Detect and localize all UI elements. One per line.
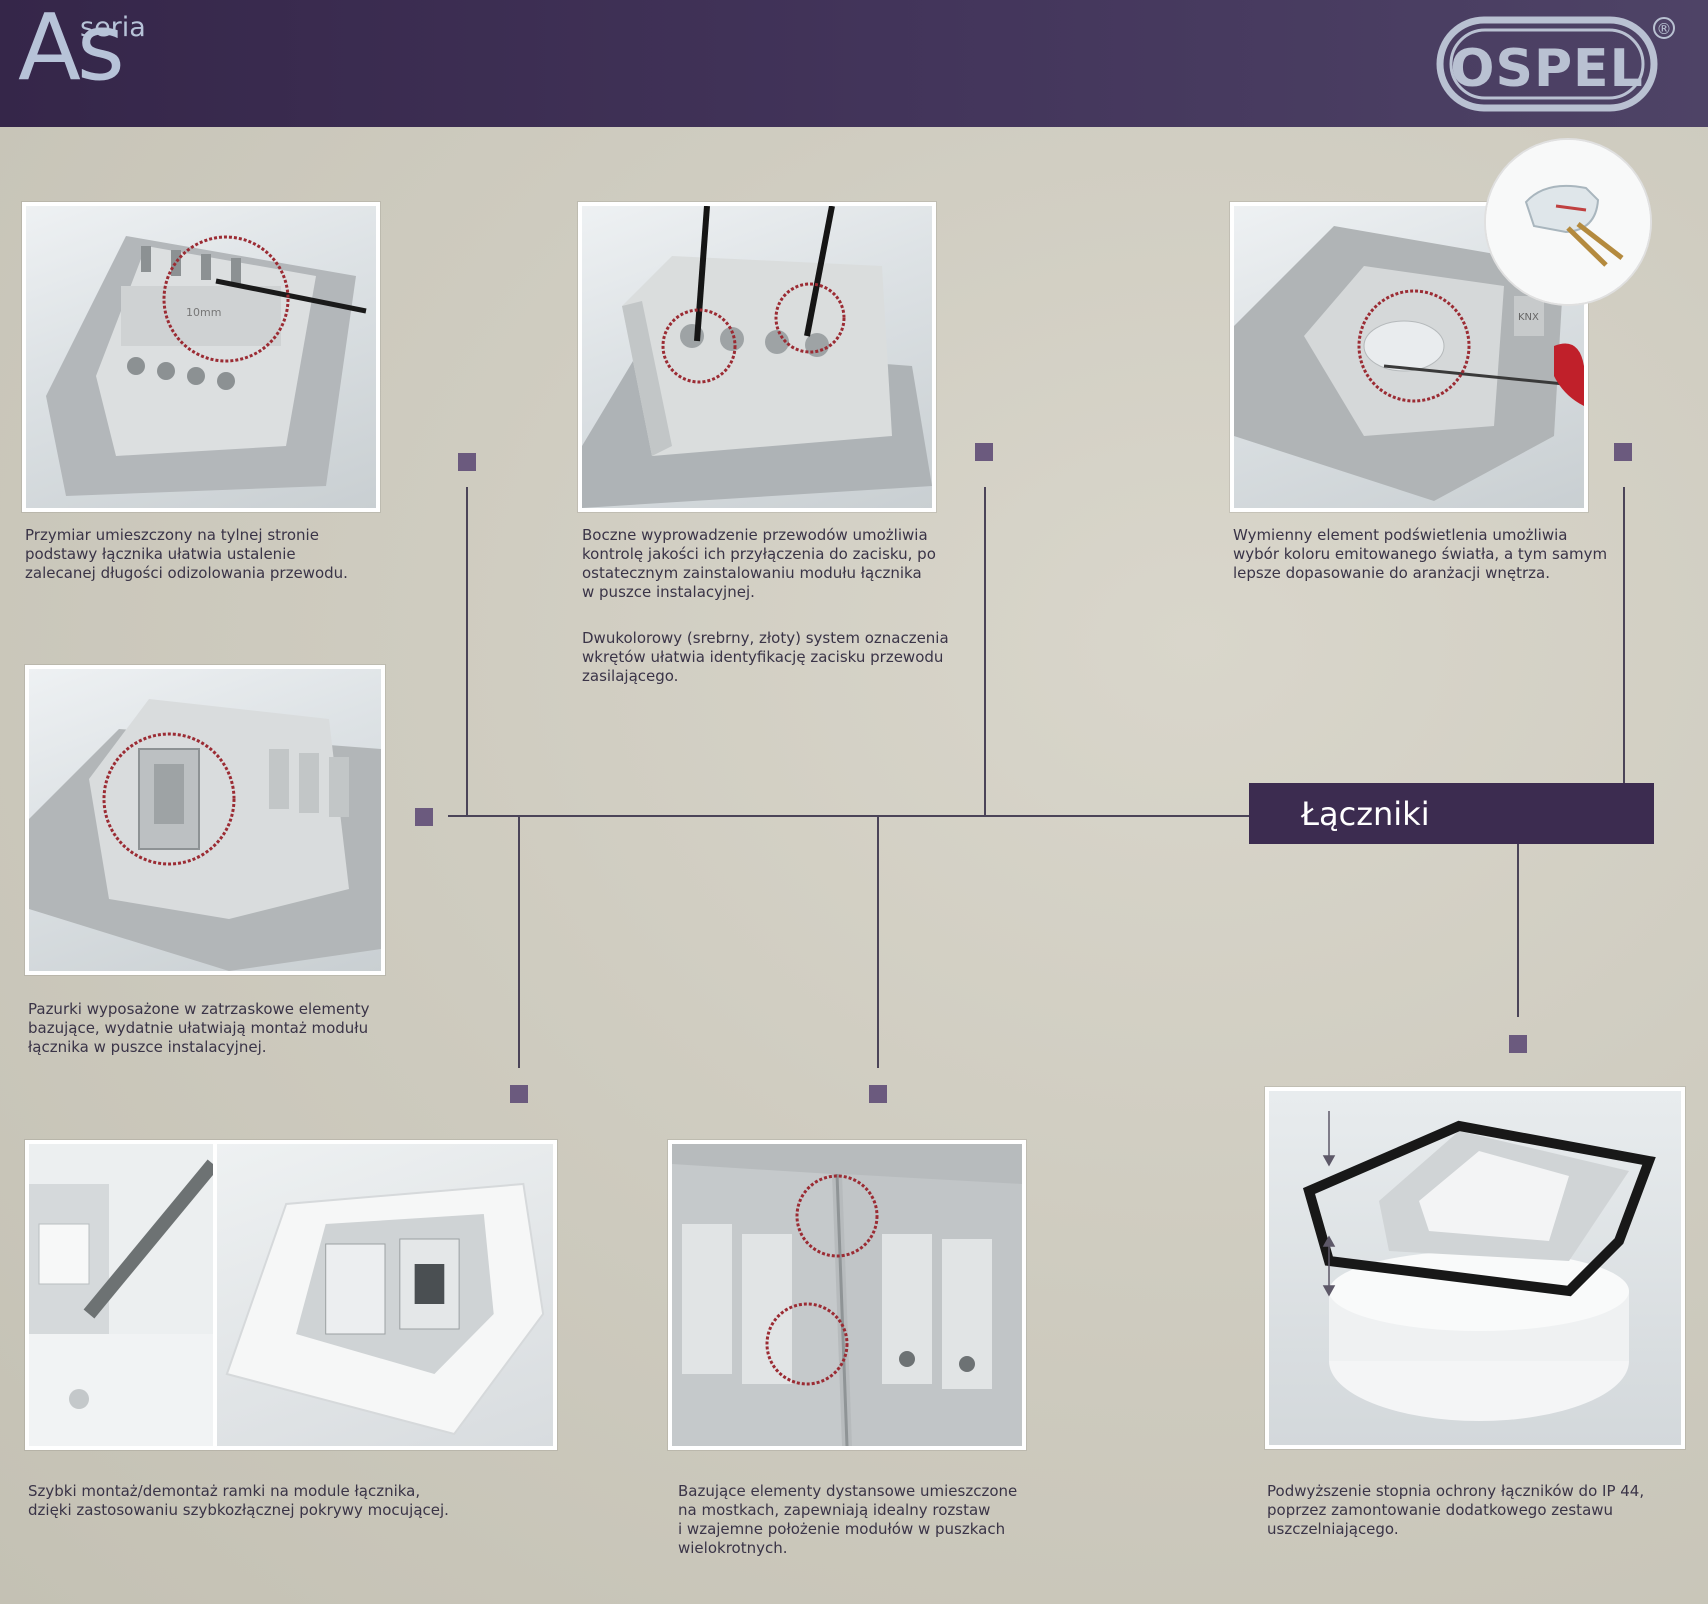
photo-ip44 bbox=[1265, 1087, 1685, 1449]
caption-claws: Pazurki wyposażone w zatrzaskowe element… bbox=[28, 1000, 370, 1056]
bullet-square bbox=[869, 1085, 887, 1103]
bullet-square bbox=[1614, 443, 1632, 461]
caption-frame-mounting: Szybki montaż/demontaż ramki na module ł… bbox=[28, 1482, 449, 1519]
bullet-square bbox=[458, 453, 476, 471]
led-element-inset bbox=[1486, 140, 1650, 304]
caption-spacers: Bazujące elementy dystansowe umieszczone… bbox=[678, 1482, 1018, 1557]
ospel-logo: OSPEL ® bbox=[1436, 14, 1698, 114]
series-logo-main: As bbox=[18, 0, 125, 101]
connector-6 bbox=[1517, 844, 1519, 1017]
photo-stripping-gauge: 10mm bbox=[22, 202, 380, 512]
photo-backlight: KNX bbox=[1230, 202, 1588, 512]
section-title: Łączniki bbox=[1301, 795, 1430, 833]
gauge-label: 10mm bbox=[186, 306, 221, 319]
photo-side-wires bbox=[578, 202, 936, 512]
header-bar: As seria OSPEL ® bbox=[0, 0, 1708, 127]
connector-4 bbox=[518, 815, 520, 1068]
photo-spacers bbox=[668, 1140, 1026, 1450]
bullet-square bbox=[510, 1085, 528, 1103]
caption-side-wires: Boczne wyprowadzenie przewodów umożliwia… bbox=[582, 526, 936, 601]
connector-5 bbox=[877, 815, 879, 1068]
connector-2 bbox=[984, 487, 986, 816]
caption-ip44: Podwyższenie stopnia ochrony łączników d… bbox=[1267, 1482, 1645, 1538]
ospel-logo-text: OSPEL bbox=[1450, 39, 1643, 99]
photo-claws bbox=[25, 665, 385, 975]
connector-3 bbox=[1623, 487, 1625, 783]
connector-horizontal bbox=[448, 815, 1249, 817]
registered-mark: ® bbox=[1657, 20, 1672, 38]
series-logo: As seria bbox=[18, 2, 178, 118]
caption-backlight: Wymienny element podświetlenia umożliwia… bbox=[1233, 526, 1608, 582]
caption-stripping-gauge: Przymiar umieszczony na tylnej stronie p… bbox=[25, 526, 348, 582]
bullet-square bbox=[415, 808, 433, 826]
series-logo-small: seria bbox=[80, 12, 146, 43]
bullet-square bbox=[975, 443, 993, 461]
module-label: KNX bbox=[1518, 312, 1539, 323]
bullet-square bbox=[1509, 1035, 1527, 1053]
connector-1 bbox=[466, 487, 468, 816]
caption-two-color-screws: Dwukolorowy (srebrny, złoty) system ozna… bbox=[582, 629, 949, 685]
photo-frame-mounting bbox=[25, 1140, 557, 1450]
section-title-box: Łączniki bbox=[1249, 783, 1654, 844]
